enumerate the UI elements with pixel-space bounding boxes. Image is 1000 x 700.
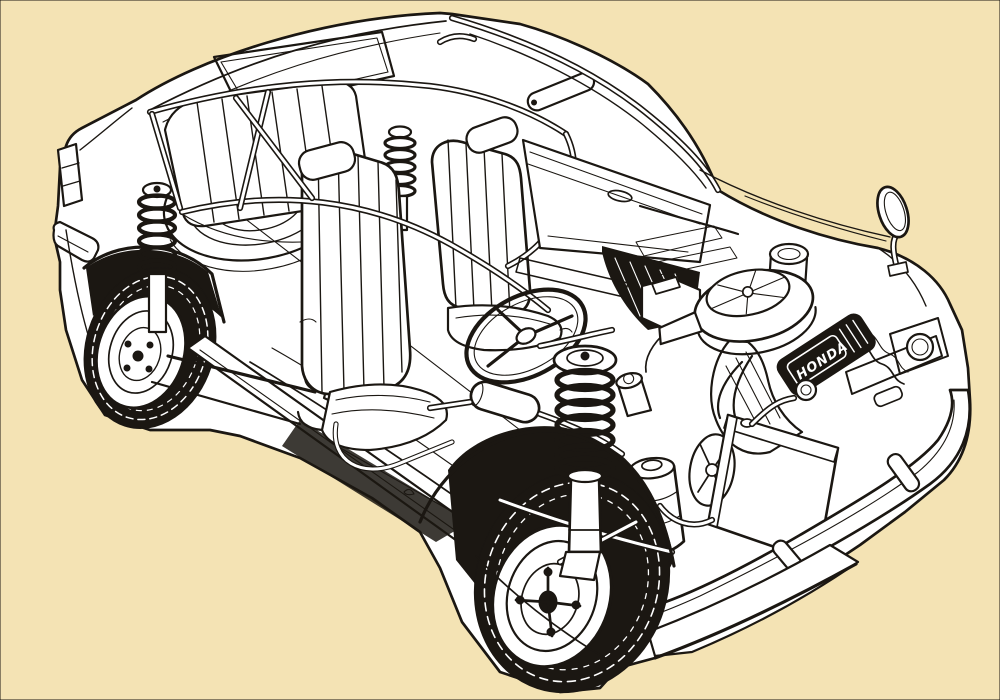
driver-seat bbox=[296, 141, 455, 472]
brake-master-cylinder bbox=[615, 372, 653, 418]
headlight bbox=[889, 317, 949, 375]
hood-lines bbox=[638, 169, 927, 307]
front-fender-lip bbox=[418, 429, 676, 568]
oil-filler-cap bbox=[794, 378, 818, 402]
steering-wheel bbox=[464, 287, 616, 385]
tail-light bbox=[56, 142, 84, 208]
air-cleaner bbox=[658, 268, 817, 356]
door-trim-panel bbox=[521, 138, 712, 264]
door-sill-step bbox=[515, 257, 629, 298]
body-lower-crease bbox=[475, 555, 613, 663]
rear-bumper bbox=[52, 220, 100, 263]
front-valance bbox=[646, 543, 860, 660]
cowl-vents bbox=[635, 225, 738, 276]
rear-panel-crease bbox=[79, 107, 133, 151]
grab-handle-inner bbox=[438, 34, 476, 44]
fender-mirror bbox=[876, 185, 910, 277]
rear-suspension-strut bbox=[136, 181, 178, 334]
rear-wheel bbox=[83, 249, 222, 429]
detail-squiggles bbox=[299, 318, 573, 496]
turn-signal bbox=[873, 385, 903, 408]
radiator bbox=[656, 394, 840, 564]
windshield-pillar bbox=[448, 14, 722, 194]
window-frame-tubes bbox=[146, 78, 578, 314]
bumper-guard bbox=[886, 452, 921, 493]
